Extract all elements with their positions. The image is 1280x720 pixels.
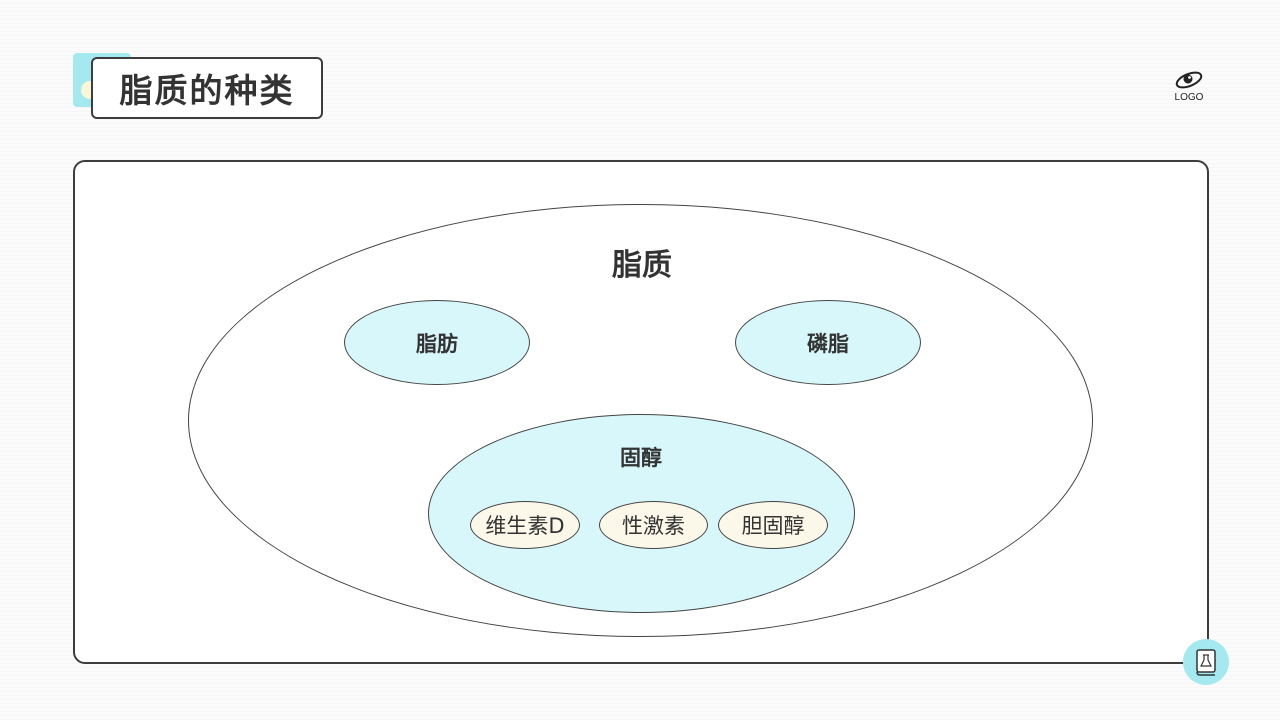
sterol-label: 固醇 — [620, 446, 662, 470]
book-flask-icon — [1183, 639, 1229, 685]
logo-text: LOGO — [1174, 92, 1204, 103]
fat-ellipse: 脂肪 — [344, 300, 530, 385]
page-title: 脂质的种类 — [91, 57, 323, 119]
phospholipid-ellipse: 磷脂 — [735, 300, 921, 385]
cholesterol-pill: 胆固醇 — [718, 501, 828, 549]
logo: LOGO — [1166, 68, 1212, 112]
vitamin-d-pill: 维生素D — [470, 501, 580, 549]
eye-orbit-icon — [1175, 71, 1203, 89]
lipid-label: 脂质 — [612, 248, 672, 283]
sex-hormone-pill: 性激素 — [599, 501, 708, 549]
